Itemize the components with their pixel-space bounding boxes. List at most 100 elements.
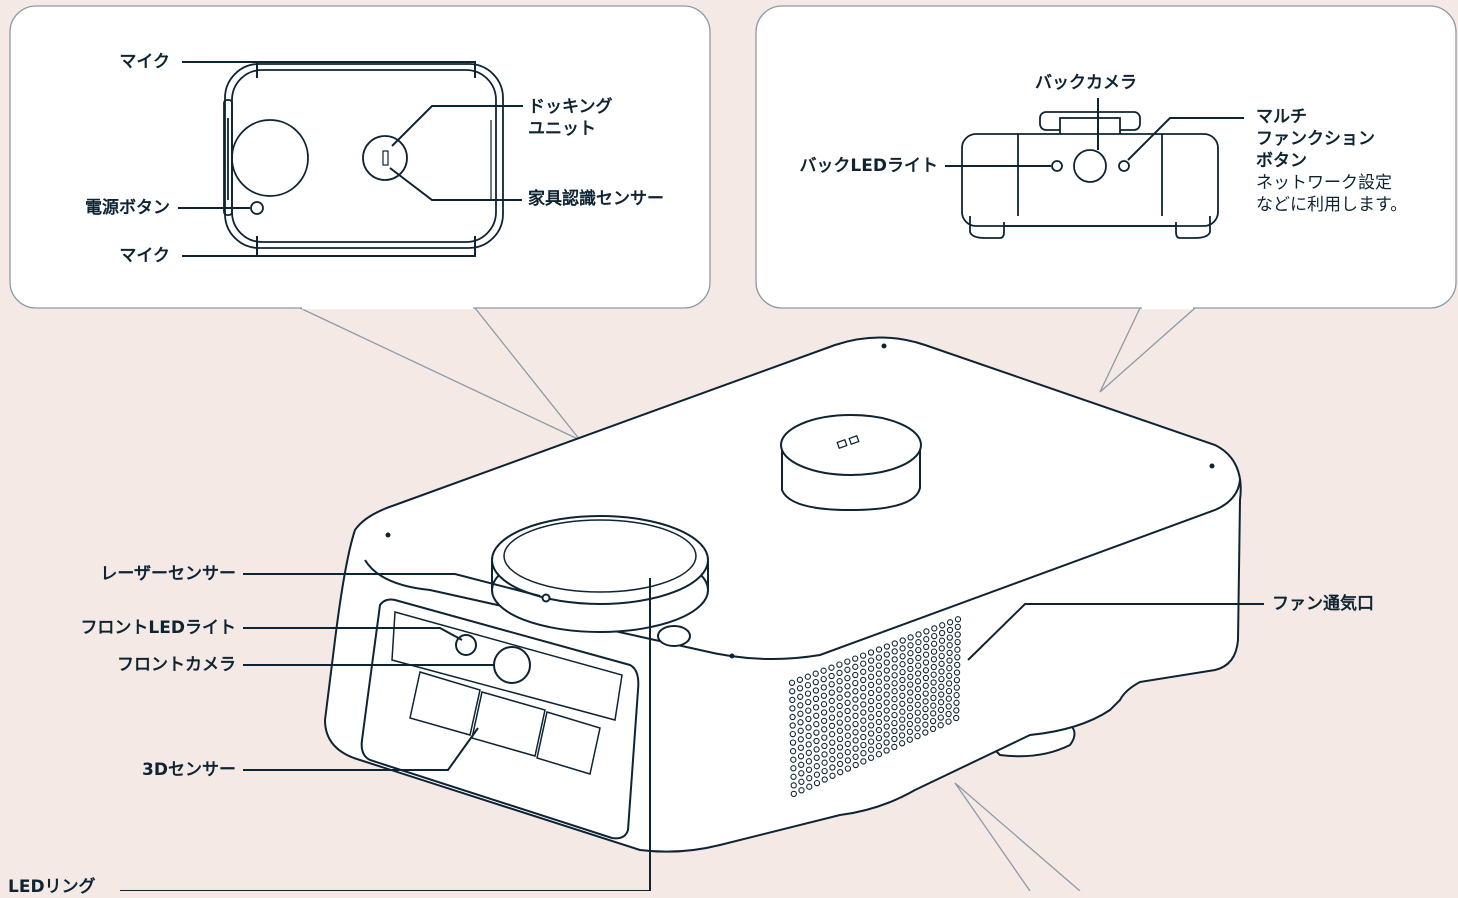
vent-hole xyxy=(946,634,953,641)
vent-hole xyxy=(852,679,859,687)
vent-hole xyxy=(875,726,883,734)
vent-hole xyxy=(821,726,828,733)
vent-hole xyxy=(938,637,946,644)
vent-hole xyxy=(930,694,937,702)
vent-hole xyxy=(945,718,952,725)
vent-hole xyxy=(875,718,883,726)
vent-hole xyxy=(805,698,812,706)
vent-hole xyxy=(938,675,945,683)
vent-hole xyxy=(937,706,945,714)
label-top-mic: マイク xyxy=(119,52,170,72)
vent-hole xyxy=(883,667,890,674)
label-laser-sensor: レーザーセンサー xyxy=(100,564,236,584)
vent-hole xyxy=(907,634,914,641)
vent-hole xyxy=(860,684,867,692)
vent-hole xyxy=(938,629,946,637)
vent-hole xyxy=(836,702,843,710)
vent-hole xyxy=(867,697,875,705)
vent-hole xyxy=(804,682,812,689)
vent-hole xyxy=(836,678,843,685)
vent-hole xyxy=(914,670,922,677)
vent-hole xyxy=(953,684,960,691)
vent-hole xyxy=(938,660,945,667)
vent-hole xyxy=(805,724,812,731)
vent-hole xyxy=(899,708,906,715)
vent-hole xyxy=(829,756,836,763)
vent-hole xyxy=(836,735,844,743)
vent-hole xyxy=(844,749,851,756)
vent-hole xyxy=(860,676,867,684)
vent-hole xyxy=(844,740,851,748)
vent-hole xyxy=(914,709,921,716)
vent-hole xyxy=(923,636,930,643)
vent-hole xyxy=(930,640,938,647)
vent-hole xyxy=(812,670,819,677)
label-furniture-sensor: 家具認識センサー xyxy=(528,189,664,209)
vent-hole xyxy=(906,728,914,735)
vent-hole xyxy=(930,663,937,671)
vent-hole xyxy=(844,765,852,772)
vent-hole xyxy=(899,637,906,644)
vent-hole xyxy=(883,683,890,690)
vent-hole xyxy=(907,657,914,665)
vent-hole xyxy=(954,631,961,638)
label-docking-unit: ドッキング ユニット xyxy=(528,97,613,139)
vent-hole xyxy=(867,722,875,729)
vent-hole xyxy=(954,638,961,646)
vent-hole xyxy=(860,660,867,667)
vent-hole xyxy=(860,741,867,749)
vent-hole xyxy=(883,739,890,746)
vent-hole xyxy=(899,700,906,707)
screw-dots xyxy=(385,343,1215,659)
vent-hole xyxy=(813,763,820,770)
vent-hole xyxy=(836,661,843,668)
vent-hole xyxy=(844,716,851,723)
vent-hole xyxy=(852,671,859,679)
vent-hole xyxy=(798,770,805,777)
vent-hole xyxy=(860,733,867,741)
vent-hole xyxy=(883,699,890,706)
vent-hole xyxy=(828,697,835,705)
vent-hole xyxy=(875,734,883,742)
vent-hole xyxy=(891,727,898,735)
vent-hole xyxy=(806,775,813,782)
vent-hole xyxy=(820,701,828,708)
vent-hole xyxy=(828,731,836,738)
vent-hole xyxy=(906,705,914,712)
vent-hole xyxy=(891,688,898,695)
vent-hole xyxy=(953,714,960,722)
vent-hole xyxy=(922,721,929,728)
vent-hole xyxy=(828,722,836,730)
vent-hole xyxy=(931,625,938,632)
vent-hole xyxy=(867,706,875,713)
vent-hole xyxy=(852,712,859,720)
leader-lines xyxy=(120,61,1264,891)
top-view-device xyxy=(223,63,504,249)
vent-hole xyxy=(922,729,929,736)
vent-hole xyxy=(915,639,922,646)
vent-hole xyxy=(891,743,898,751)
vent-hole xyxy=(852,696,859,703)
vent-hole xyxy=(883,659,890,666)
vent-hole xyxy=(797,702,804,709)
label-front-led: フロントLEDライト xyxy=(80,618,236,638)
vent-hole xyxy=(891,735,898,743)
vent-hole xyxy=(945,695,952,702)
vent-hole xyxy=(790,782,797,789)
vent-hole xyxy=(907,689,914,696)
vent-hole xyxy=(946,626,954,634)
label-3d-sensor: 3Dセンサー xyxy=(142,760,236,780)
vent-hole xyxy=(907,642,914,649)
vent-hole xyxy=(899,716,906,723)
vent-hole xyxy=(829,764,836,771)
vent-hole xyxy=(836,711,843,718)
vent-hole xyxy=(806,783,813,790)
vent-hole xyxy=(805,741,812,748)
vent-hole xyxy=(946,657,953,664)
vent-hole xyxy=(860,693,867,700)
vent-hole xyxy=(828,672,835,680)
vent-hole xyxy=(938,683,945,690)
vent-hole xyxy=(883,723,890,730)
vent-hole xyxy=(946,665,953,672)
vent-hole xyxy=(789,739,797,746)
